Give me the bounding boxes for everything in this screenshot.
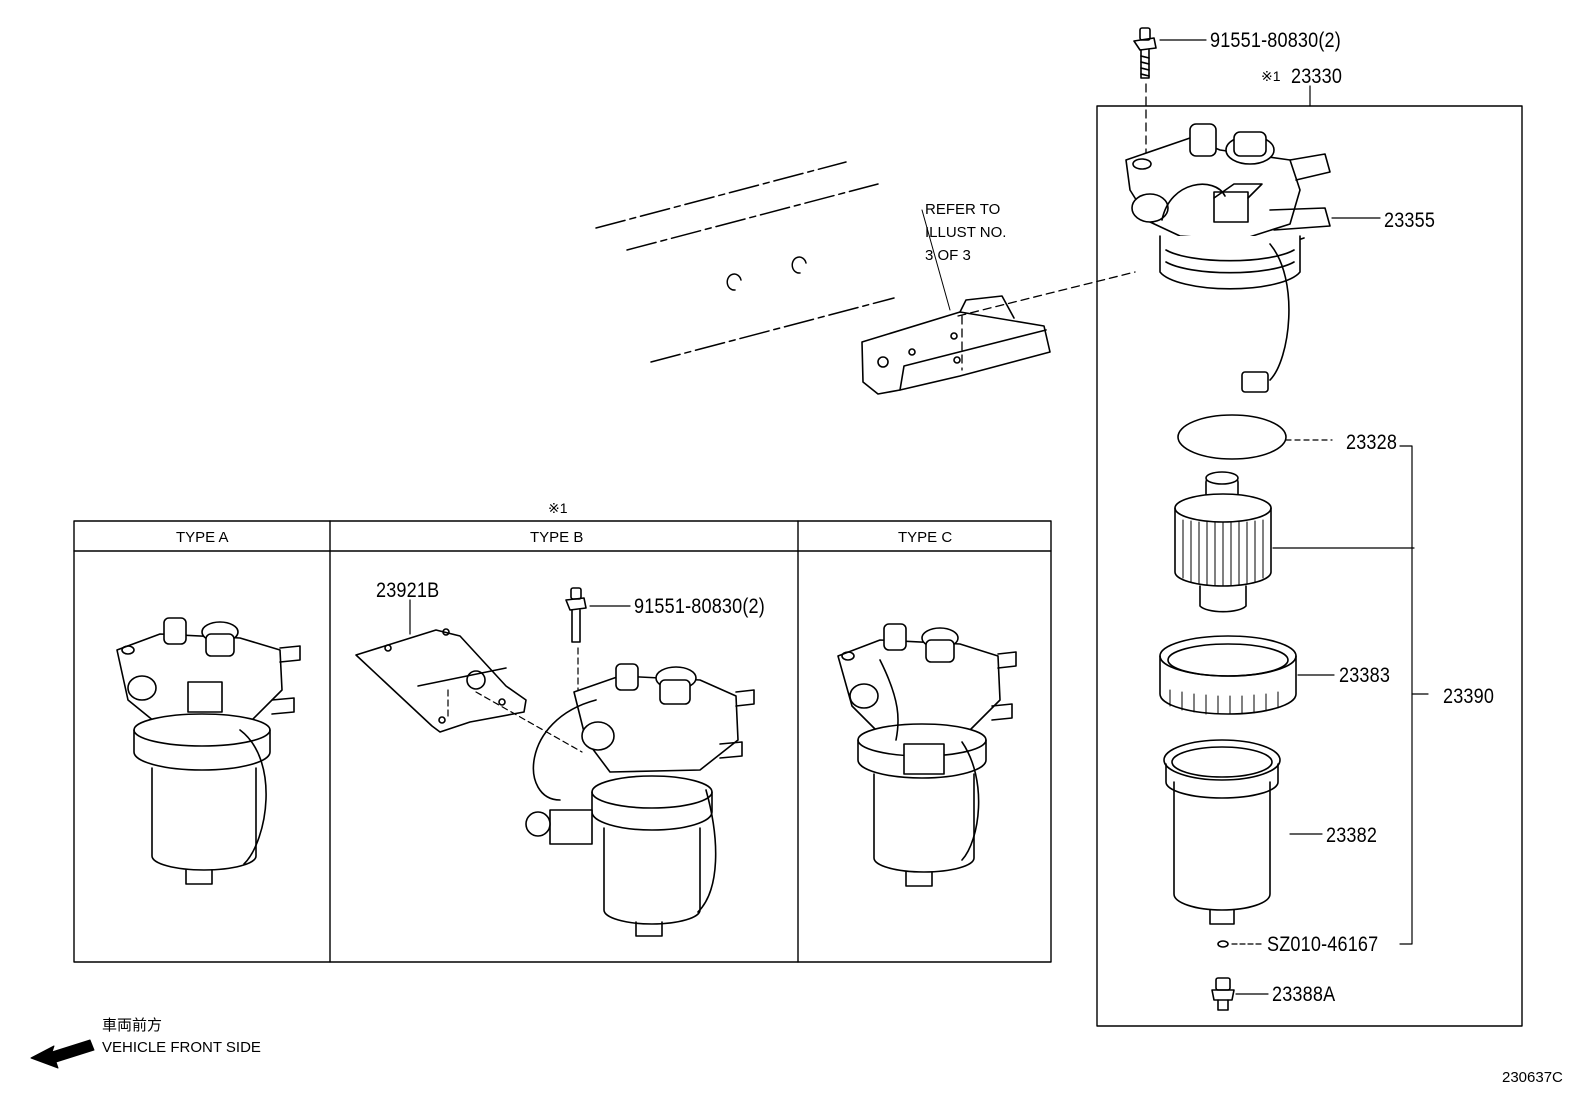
o-ring — [1177, 414, 1287, 460]
callout-assy-mark: ※1 — [1261, 68, 1281, 84]
direction-jp: 車両前方 — [102, 1017, 163, 1034]
callout-group: 23390 — [1443, 685, 1495, 708]
type-b-header: TYPE B — [530, 529, 584, 546]
mount-bracket — [861, 209, 1051, 395]
seal-ring — [1217, 940, 1229, 948]
filter-case — [1163, 739, 1323, 925]
callout-assy: 23330 — [1291, 65, 1343, 88]
bolt-top — [1133, 27, 1207, 155]
frame-rail — [595, 161, 895, 363]
refer-note-line-1: REFER TO — [925, 201, 1001, 218]
refer-note: REFER TO ILLUST NO. 3 OF 3 — [925, 198, 1006, 267]
callout-bolt-b: 91551-80830(2) — [634, 595, 765, 618]
front-arrow-icon — [30, 1039, 95, 1069]
type-a-filter — [116, 617, 301, 885]
variants-mark: ※1 — [548, 500, 568, 516]
callout-oring: 23328 — [1346, 431, 1398, 454]
callout-head: 23355 — [1384, 209, 1436, 232]
bracket-leader — [957, 271, 1136, 317]
type-c-header: TYPE C — [898, 529, 953, 546]
callout-plug: 23388A — [1272, 983, 1336, 1006]
type-b-bracket — [355, 599, 583, 753]
filter-head — [1125, 123, 1381, 393]
callout-case: 23382 — [1326, 824, 1378, 847]
callout-element: 23383 — [1339, 664, 1391, 687]
variant-table — [73, 520, 1052, 963]
callout-bracket: 23921B — [376, 579, 440, 602]
illustration-id: 230637C — [1502, 1069, 1563, 1086]
filter-element — [1174, 471, 1272, 613]
direction-en: VEHICLE FRONT SIDE — [102, 1039, 261, 1056]
drain-plug — [1211, 977, 1269, 1011]
type-b-filter — [525, 663, 755, 937]
callout-bolt-top: 91551-80830(2) — [1210, 29, 1341, 52]
refer-note-line-2: ILLUST NO. — [925, 224, 1007, 241]
bowl-ring — [1159, 635, 1335, 715]
callout-ring: SZ010-46167 — [1267, 933, 1379, 956]
refer-note-line-3: 3 OF 3 — [925, 247, 971, 264]
type-c-filter — [837, 623, 1017, 887]
group-bracket — [1399, 445, 1413, 945]
type-b-bolt — [565, 587, 631, 693]
type-a-header: TYPE A — [176, 529, 229, 546]
